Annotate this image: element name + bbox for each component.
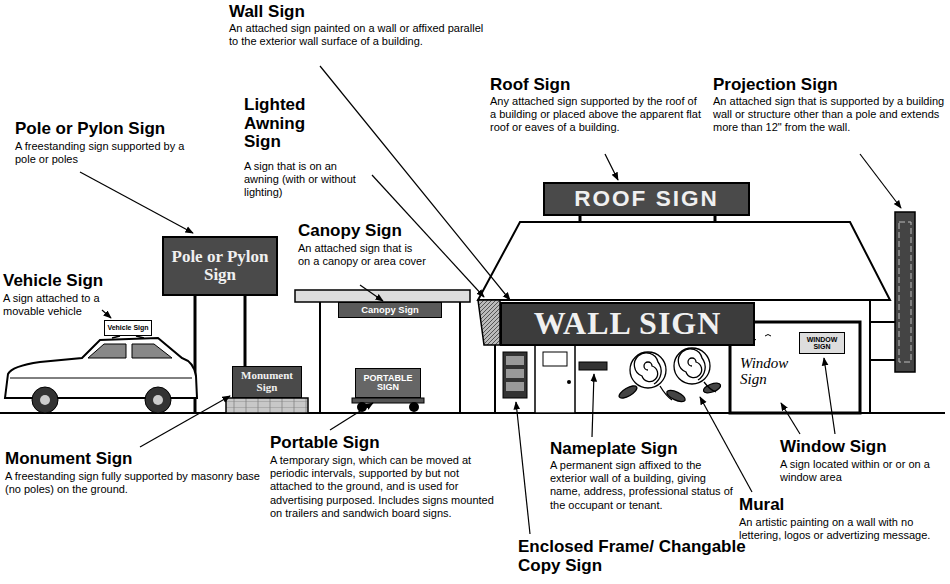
- callout-heading: Roof Sign: [490, 76, 570, 95]
- window-sign: WINDOW SIGN: [799, 332, 845, 354]
- callout-description: A temporary sign, which can be moved at …: [270, 454, 495, 520]
- sign-text: Canopy Sign: [361, 305, 419, 315]
- projection-sign: [870, 212, 915, 372]
- sign-text: PORTABLE SIGN: [358, 374, 418, 393]
- callout-heading: Pole or Pylon Sign: [15, 120, 165, 139]
- callout-description: A permanent sign affixed to the exterior…: [550, 459, 735, 512]
- callout-heading: Wall Sign: [229, 3, 305, 22]
- callout-heading: Nameplate Sign: [550, 440, 678, 459]
- sign-text: WINDOW SIGN: [801, 336, 843, 351]
- callout-heading: Lighted Awning Sign: [244, 96, 339, 152]
- callout-heading: Projection Sign: [713, 76, 838, 95]
- sign-text: Monument Sign: [235, 370, 299, 393]
- building: [478, 212, 915, 413]
- car: [5, 336, 197, 413]
- masonry-base: [226, 398, 308, 413]
- leader-lines: [80, 66, 901, 534]
- callout-description: A freestanding sign supported by a pole …: [15, 140, 185, 166]
- callout-heading: Portable Sign: [270, 434, 380, 453]
- roof-sign: ROOF SIGN: [543, 182, 750, 216]
- sign-text: Pole or Pylon Sign: [167, 248, 273, 284]
- callout-description: An artistic painting on a wall with no l…: [739, 516, 939, 542]
- callout-heading: Vehicle Sign: [3, 272, 103, 291]
- callout-description: A sign located within or or on a window …: [780, 458, 940, 484]
- callout-heading: Monument Sign: [5, 450, 132, 469]
- callout-heading: Window Sign: [780, 438, 887, 457]
- callout-heading: Mural: [739, 496, 784, 515]
- callout-heading: Canopy Sign: [298, 222, 402, 241]
- callout-description: An attached sign painted on a wall or af…: [229, 22, 484, 48]
- vehicle-sign: Vehicle Sign: [104, 320, 151, 336]
- window: Window Sign WINDOW SIGN: [730, 322, 860, 413]
- callout-heading: Enclosed Frame/ Changable Copy Sign: [518, 538, 748, 575]
- callout-description: Any attached sign supported by the roof …: [490, 95, 705, 135]
- callout-description: An attached sign that is on a canopy or …: [298, 242, 426, 268]
- callout-description: A sign that is on an awning (with or wit…: [244, 160, 366, 200]
- callout-description: A sign attached to a movable vehicle: [3, 292, 103, 318]
- monument-sign: Monument Sign: [232, 366, 302, 398]
- mural-roses: [617, 348, 721, 404]
- canopy-sign: Canopy Sign: [338, 302, 442, 318]
- awning: [478, 300, 500, 345]
- sign-text: Window Sign: [740, 356, 796, 388]
- sign-text: Vehicle Sign: [107, 324, 148, 331]
- wall-sign: WALL SIGN: [500, 302, 755, 346]
- door: [535, 345, 575, 413]
- callout-description: An attached sign that is supported by a …: [713, 95, 945, 135]
- nameplate-sign: [579, 362, 607, 370]
- canopy: [295, 290, 470, 413]
- callout-description: A freestanding sign fully supported by m…: [5, 470, 270, 496]
- sign-text: ROOF SIGN: [574, 187, 719, 211]
- pole-sign: Pole or Pylon Sign: [162, 236, 278, 296]
- portable-sign: PORTABLE SIGN: [355, 368, 421, 398]
- sign-text: WALL SIGN: [534, 307, 722, 341]
- changeable-copy-sign: [503, 352, 527, 398]
